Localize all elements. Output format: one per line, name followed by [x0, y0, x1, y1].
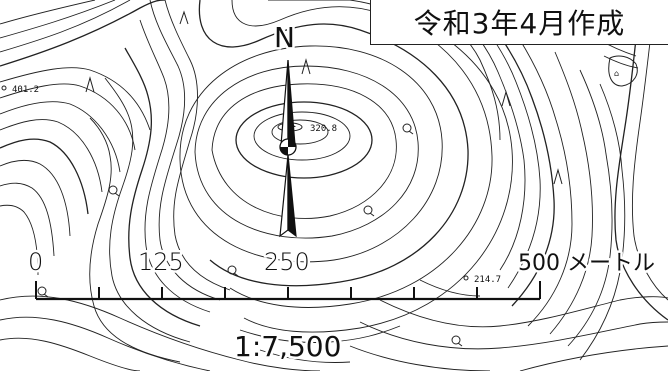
svg-text:⌂: ⌂ — [614, 69, 619, 78]
map-symbols: ⌂ — [37, 10, 638, 347]
sparse-tree-symbol-icon — [85, 76, 95, 93]
sparse-tree-symbol-icon — [553, 168, 563, 185]
scale-ticks — [35, 281, 541, 299]
north-label: N — [274, 21, 295, 54]
broadleaf-tree-symbol-icon — [227, 265, 239, 277]
scale-ratio: 1:7,500 — [234, 330, 341, 363]
scale-label-500: 500 メートル — [518, 251, 655, 276]
scale-label-125: 125 — [138, 248, 184, 276]
broadleaf-tree-symbol-icon — [402, 123, 414, 135]
sparse-tree-symbol-icon — [179, 10, 189, 25]
broadleaf-tree-symbol-icon — [37, 286, 49, 298]
scale-bar: 0 125 250 500 メートル 1:7,500 — [26, 246, 658, 366]
scale-label-250: 250 — [264, 248, 310, 276]
map-title: 令和3年4月作成 — [370, 0, 668, 45]
broadleaf-tree-symbol-icon — [363, 205, 375, 217]
sparse-tree-symbol-icon — [301, 58, 311, 75]
elevation-label: 401.2 — [12, 85, 39, 95]
building-outline — [608, 55, 638, 87]
scale-label-0: 0 — [28, 248, 43, 276]
elevation-dot — [1, 85, 7, 91]
broadleaf-tree-symbol-icon — [108, 185, 120, 197]
elevation-label: 320.8 — [310, 124, 337, 134]
elevation-label: 214.7 — [474, 275, 501, 285]
elevation-labels: 401.2 320.8 214.7 — [1, 85, 501, 285]
broadleaf-tree-symbol-icon — [451, 335, 463, 347]
north-arrow-icon: N — [272, 19, 297, 238]
elevation-dot — [463, 275, 469, 281]
sparse-tree-symbol-icon — [501, 90, 511, 107]
